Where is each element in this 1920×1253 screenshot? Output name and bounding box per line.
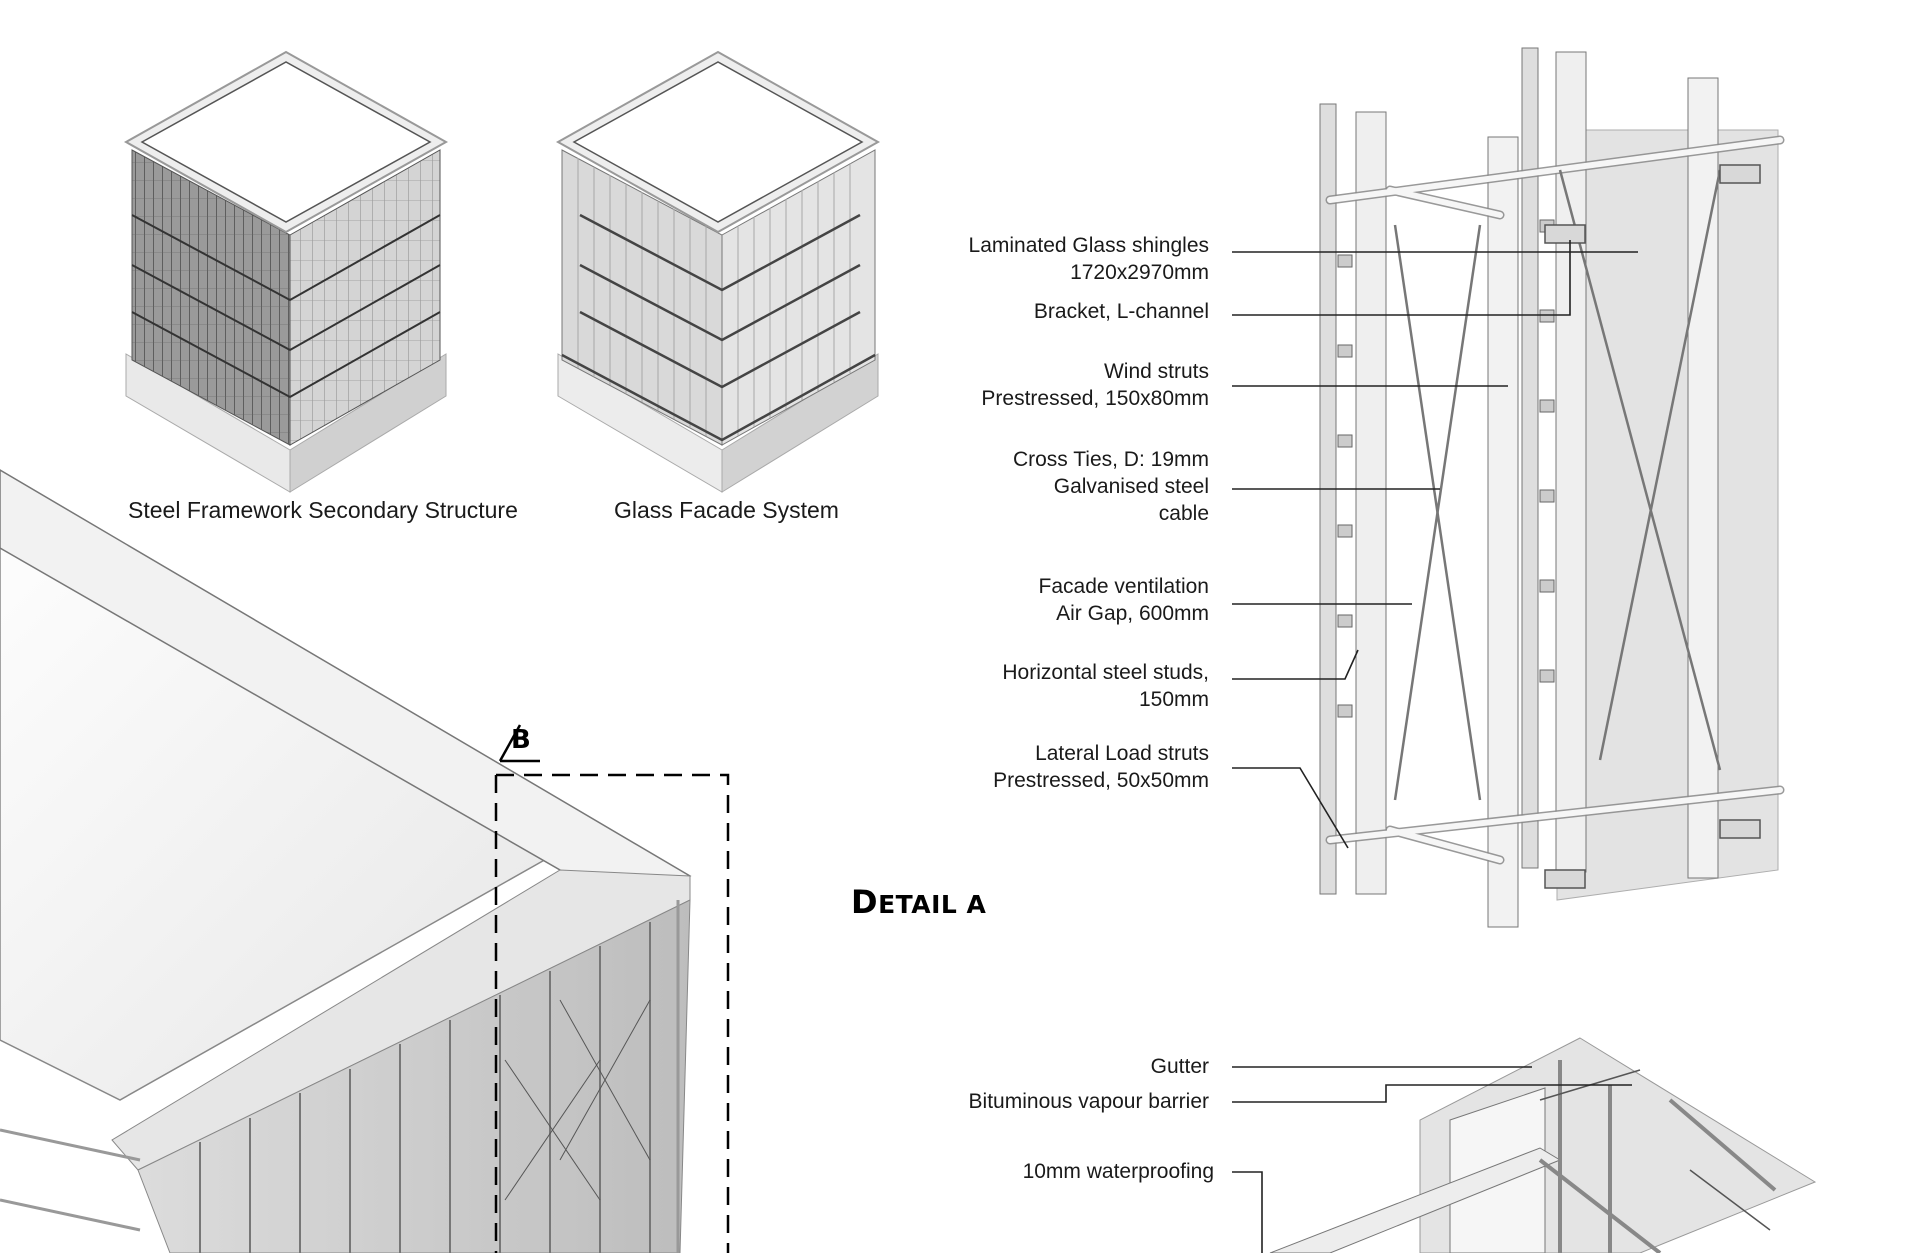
detail-b-model xyxy=(1269,1037,1817,1253)
steel-framework-model xyxy=(123,50,449,493)
detail-a-title: DETAIL A xyxy=(851,883,987,921)
building-corner-model xyxy=(0,469,692,1253)
section-b-tag: B xyxy=(511,725,531,755)
label-horizontal-studs: Horizontal steel studs, 150mm xyxy=(1002,661,1209,711)
leader-lines xyxy=(1232,240,1638,1253)
detail-a-model xyxy=(1319,47,1785,928)
glass-facade-caption: Glass Facade System xyxy=(614,497,839,523)
detail-b-callout xyxy=(494,724,730,1253)
label-bracket: Bracket, L-channel xyxy=(1033,300,1209,323)
glass-facade-model xyxy=(555,50,881,493)
label-waterproofing: 10mm waterproofing xyxy=(1022,1160,1214,1183)
steel-framework-caption: Steel Framework Secondary Structure xyxy=(128,497,518,523)
label-gutter: Gutter xyxy=(1150,1055,1209,1078)
label-vapour-barrier: Bituminous vapour barrier xyxy=(968,1090,1209,1113)
